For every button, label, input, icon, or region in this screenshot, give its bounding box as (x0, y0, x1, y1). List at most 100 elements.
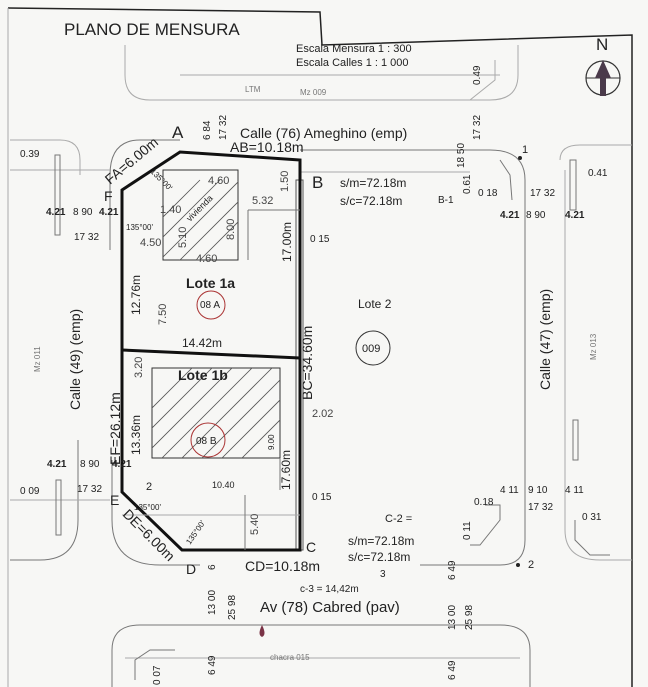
block-bottom: chacra 015 (270, 653, 310, 662)
svg-text:12.76m: 12.76m (129, 275, 143, 315)
svg-text:0 09: 0 09 (20, 486, 40, 497)
lot-divider (121, 348, 301, 360)
svg-text:4.21: 4.21 (500, 210, 520, 221)
side-ef: EF=26.12m (107, 392, 123, 465)
svg-text:8.00: 8.00 (225, 219, 237, 240)
lot2-code-circle (355, 330, 391, 366)
lot1a-code-circle (196, 290, 226, 320)
vertex-a: A (172, 123, 184, 142)
lot-1a-code: 08 A (200, 300, 220, 311)
svg-text:13 00: 13 00 (447, 605, 458, 630)
svg-text:5.32: 5.32 (252, 195, 273, 207)
svg-text:8 90: 8 90 (526, 210, 546, 221)
svg-text:135°00': 135°00' (184, 519, 207, 547)
svg-text:25 98: 25 98 (464, 605, 475, 630)
svg-text:17.60m: 17.60m (279, 450, 293, 490)
svg-text:0.18: 0.18 (474, 497, 494, 508)
scale-mensura: Escala Mensura 1 : 300 (296, 43, 412, 55)
svg-text:2: 2 (146, 481, 152, 493)
lot1b-code-circle (190, 422, 226, 458)
vertex-b: B (312, 173, 323, 192)
svg-text:4.60: 4.60 (208, 175, 229, 187)
svg-text:4.60: 4.60 (196, 253, 217, 265)
svg-text:4 11: 4 11 (500, 485, 519, 496)
vertex-f: F (104, 188, 113, 204)
svg-text:7.50: 7.50 (157, 304, 169, 325)
svg-text:14.42m: 14.42m (182, 336, 222, 350)
svg-text:6 49: 6 49 (447, 660, 458, 680)
svg-text:4.21: 4.21 (99, 207, 119, 218)
point-1-marker (518, 156, 522, 160)
house-label-1a: vivienda (184, 193, 214, 223)
vertex-e: E (110, 492, 119, 508)
street-left: Calle (49) (emp) (67, 309, 83, 410)
frame (7, 7, 633, 687)
svg-text:s/c=72.18m: s/c=72.18m (348, 550, 410, 564)
svg-text:0.41: 0.41 (588, 168, 608, 179)
svg-text:6 49: 6 49 (447, 560, 458, 580)
street-dimensions: LTM 0.39 4.21 8 90 4.21 17 32 4.21 8 90 … (20, 65, 608, 685)
svg-text:17 32: 17 32 (218, 115, 229, 140)
svg-text:4.21: 4.21 (46, 207, 66, 218)
svg-text:s/c=72.18m: s/c=72.18m (340, 194, 402, 208)
svg-text:s/m=72.18m: s/m=72.18m (340, 176, 406, 190)
lot-2-code: 009 (362, 343, 380, 355)
vertex-c: C (306, 539, 316, 555)
street-top: Calle (76) Ameghino (emp) (240, 125, 407, 141)
svg-text:17 32: 17 32 (472, 115, 483, 140)
scale-calles: Escala Calles 1 : 1 000 (296, 57, 409, 69)
svg-text:8 90: 8 90 (80, 459, 100, 470)
svg-text:C-2 =: C-2 = (385, 513, 412, 525)
lot-1a-label: Lote 1a (186, 275, 235, 291)
lot-1b-code: 08 B (196, 436, 217, 447)
street-bottom: Av (78) Cabred (pav) (260, 599, 400, 616)
north-label: N (596, 35, 608, 54)
svg-text:0 18: 0 18 (478, 188, 498, 199)
svg-text:13.36m: 13.36m (129, 415, 143, 455)
svg-text:1: 1 (522, 144, 528, 156)
side-cd: CD=10.18m (245, 558, 320, 574)
svg-text:5.40: 5.40 (249, 514, 261, 535)
svg-text:4.21: 4.21 (47, 459, 67, 470)
block-right: Mz 013 (589, 333, 598, 360)
svg-text:4.21: 4.21 (112, 459, 132, 470)
svg-text:4 11: 4 11 (565, 485, 584, 496)
svg-text:17 32: 17 32 (530, 188, 555, 199)
parcel-outline (120, 150, 302, 552)
side-fa: FA=6.00m (102, 134, 161, 188)
svg-text:9 10: 9 10 (528, 485, 548, 496)
svg-text:135°00': 135°00' (149, 167, 175, 193)
street-outlines (10, 45, 632, 687)
svg-text:0.61: 0.61 (462, 174, 473, 194)
svg-text:0 07: 0 07 (152, 665, 163, 685)
svg-text:4.21: 4.21 (565, 210, 585, 221)
svg-text:8 90: 8 90 (73, 207, 93, 218)
svg-text:17 32: 17 32 (77, 484, 102, 495)
vivienda-hatch (151, 169, 304, 551)
svg-text:1.50: 1.50 (279, 171, 291, 192)
svg-text:1.40: 1.40 (160, 204, 181, 216)
svg-text:3: 3 (380, 569, 386, 580)
vertex-d: D (186, 561, 196, 577)
north-arrow-icon (585, 60, 621, 96)
side-ab: AB=10.18m (230, 139, 304, 155)
svg-text:0.39: 0.39 (20, 149, 40, 160)
svg-text:6 84: 6 84 (202, 120, 213, 140)
svg-text:2.02: 2.02 (312, 408, 333, 420)
street-right: Calle (47) (emp) (537, 289, 553, 390)
svg-text:4.50: 4.50 (140, 237, 161, 249)
svg-text:13 00: 13 00 (207, 590, 218, 615)
block-left: Mz 011 (33, 346, 42, 372)
svg-text:0 31: 0 31 (582, 512, 602, 523)
svg-text:17 32: 17 32 (74, 232, 99, 243)
svg-text:5.10: 5.10 (177, 227, 189, 248)
svg-text:0 15: 0 15 (310, 234, 330, 245)
svg-text:c-3 = 14,42m: c-3 = 14,42m (300, 584, 359, 595)
plan-title: PLANO DE MENSURA (64, 20, 240, 39)
svg-text:6 49: 6 49 (207, 655, 218, 675)
svg-text:25 98: 25 98 (227, 595, 238, 620)
point-2-marker (516, 563, 520, 567)
lot-2-label: Lote 2 (358, 297, 392, 311)
